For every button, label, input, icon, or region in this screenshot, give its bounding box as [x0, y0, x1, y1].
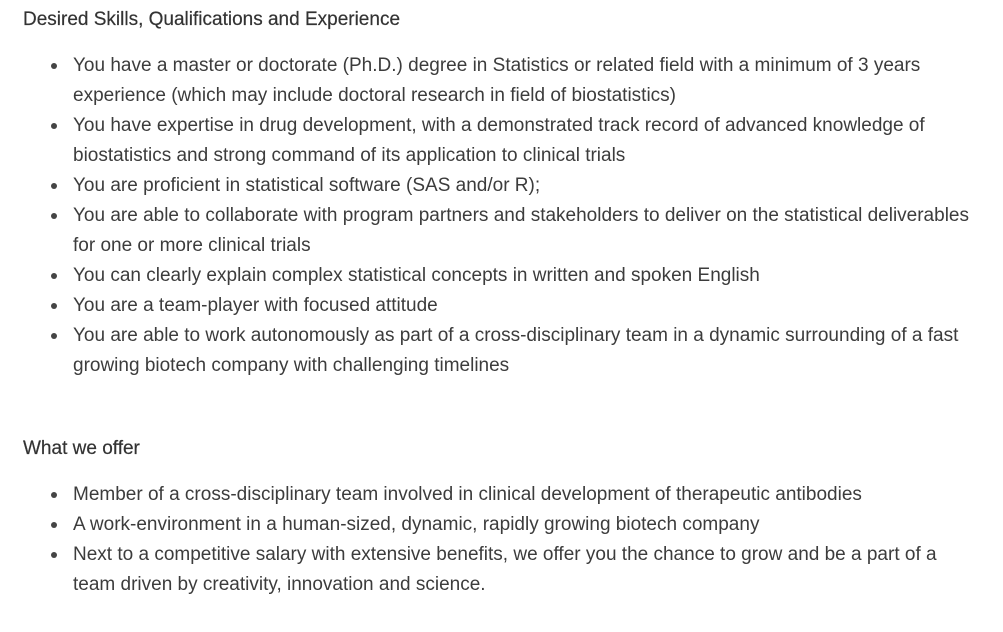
offer-section: What we offer Member of a cross-discipli… [23, 435, 983, 600]
offer-heading: What we offer [23, 438, 140, 459]
list-item-text: You are able to work autonomously as par… [73, 325, 959, 376]
list-item: You are proficient in statistical softwa… [51, 171, 983, 201]
bullet-icon [51, 333, 57, 339]
bullet-icon [51, 492, 57, 498]
skills-list: You have a master or doctorate (Ph.D.) d… [23, 51, 983, 381]
bullet-icon [51, 183, 57, 189]
list-item: You are able to work autonomously as par… [51, 321, 983, 381]
bullet-icon [51, 63, 57, 69]
list-item-text: You have a master or doctorate (Ph.D.) d… [73, 55, 921, 106]
bullet-icon [51, 273, 57, 279]
list-item: You have expertise in drug development, … [51, 111, 983, 171]
list-item-text: You are able to collaborate with program… [73, 205, 969, 256]
list-item: Next to a competitive salary with extens… [51, 540, 983, 600]
list-item: Member of a cross-disciplinary team invo… [51, 480, 983, 510]
list-item-text: You can clearly explain complex statisti… [73, 265, 760, 286]
list-item-text: A work-environment in a human-sized, dyn… [73, 514, 760, 535]
list-item-text: Next to a competitive salary with extens… [73, 544, 937, 595]
bullet-icon [51, 522, 57, 528]
list-item: A work-environment in a human-sized, dyn… [51, 510, 983, 540]
list-item-text: You are a team-player with focused attit… [73, 295, 438, 316]
bullet-icon [51, 303, 57, 309]
list-item: You are able to collaborate with program… [51, 201, 983, 261]
bullet-icon [51, 552, 57, 558]
list-item-text: You have expertise in drug development, … [73, 115, 925, 166]
list-item-text: Member of a cross-disciplinary team invo… [73, 484, 862, 505]
list-item-text: You are proficient in statistical softwa… [73, 175, 541, 196]
bullet-icon [51, 123, 57, 129]
offer-list: Member of a cross-disciplinary team invo… [23, 480, 983, 600]
skills-section: Desired Skills, Qualifications and Exper… [23, 6, 983, 381]
list-item: You are a team-player with focused attit… [51, 291, 983, 321]
bullet-icon [51, 213, 57, 219]
list-item: You can clearly explain complex statisti… [51, 261, 983, 291]
skills-heading: Desired Skills, Qualifications and Exper… [23, 9, 401, 30]
list-item: You have a master or doctorate (Ph.D.) d… [51, 51, 983, 111]
